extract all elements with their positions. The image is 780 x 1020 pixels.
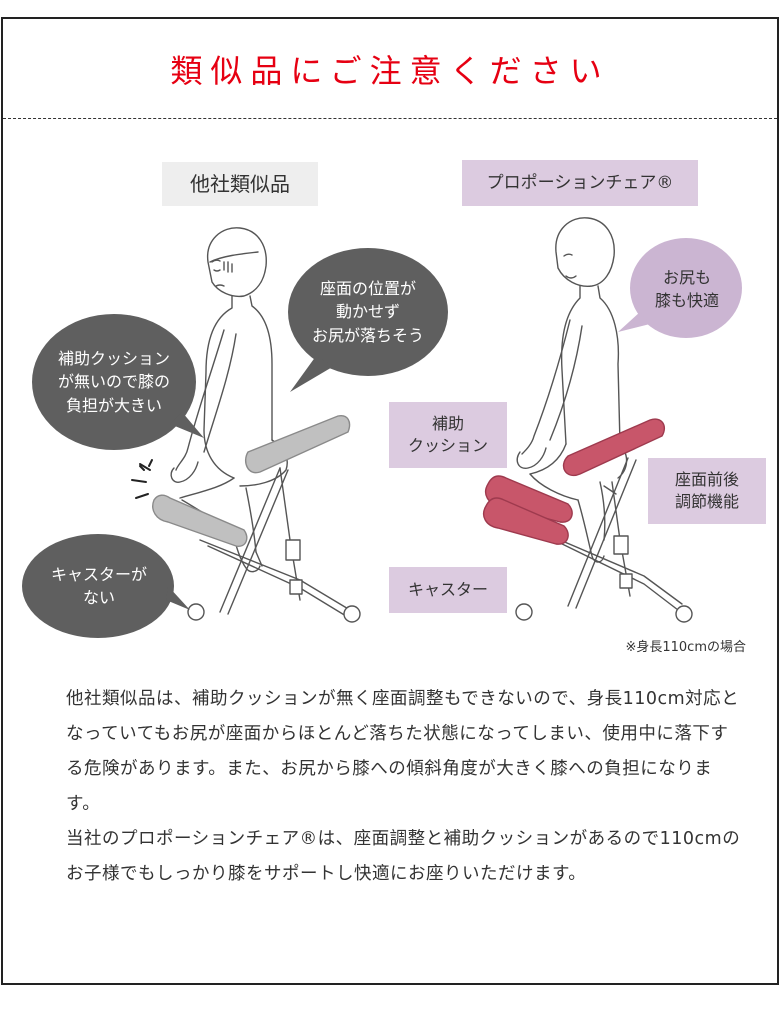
page-frame: 類似品にご注意ください	[1, 17, 779, 985]
right-child-figure	[516, 217, 628, 563]
height-note: ※身長110cmの場合	[625, 640, 746, 655]
left-chair-frame	[187, 467, 361, 623]
header: 類似品にご注意ください	[3, 19, 777, 119]
tag-caster-text: キャスター	[407, 580, 488, 600]
bubble-seat-text: 座面の位置が 動かせず お尻が落ちそう	[311, 279, 424, 345]
bubble-caster-text: キャスターが ない	[50, 564, 147, 607]
right-knee-cushion	[482, 475, 573, 545]
tag-cushion-text: 補助 クッション	[407, 414, 488, 455]
tag-seat-adjust-text: 座面前後 調節機能	[674, 470, 739, 511]
left-knee-cushion	[152, 494, 248, 547]
right-seat-cushion	[562, 418, 666, 477]
bubble-cushion-shape	[32, 314, 204, 450]
bubble-cushion: 補助クッション が無いので膝の 負担が大きい	[36, 330, 192, 434]
bubble-seat-shape	[288, 248, 448, 392]
right-product-label: プロポーションチェア®	[462, 160, 698, 206]
bubble-seat: 座面の位置が 動かせず お尻が落ちそう	[290, 262, 446, 362]
bubble-caster: キャスターが ない	[26, 552, 172, 620]
bubble-comfort-shape	[618, 238, 742, 338]
tag-caster: キャスター	[389, 567, 507, 613]
description-paragraph-2: 当社のプロポーションチェア®は、座面調整と補助クッションがあるので110cmのお…	[66, 829, 741, 884]
left-product-label: 他社類似品	[162, 162, 318, 206]
description: 他社類似品は、補助クッションが無く座面調整もできないので、身長110cm対応とな…	[66, 682, 746, 892]
tag-seat-adjust: 座面前後 調節機能	[648, 458, 766, 524]
tag-cushion: 補助 クッション	[389, 402, 507, 468]
description-paragraph-1: 他社類似品は、補助クッションが無く座面調整もできないので、身長110cm対応とな…	[66, 689, 740, 814]
bubble-cushion-text: 補助クッション が無いので膝の 負担が大きい	[57, 349, 170, 415]
bubble-comfort: お尻も 膝も快適	[634, 256, 740, 322]
right-product-label-text: プロポーションチェア®	[486, 172, 674, 193]
left-seat-cushion	[244, 415, 351, 474]
bubble-comfort-text: お尻も 膝も快適	[654, 267, 719, 310]
bubble-caster-shape	[22, 534, 190, 638]
page-title: 類似品にご注意ください	[170, 51, 610, 90]
right-chair-frame	[515, 457, 693, 623]
left-product-label-text: 他社類似品	[190, 171, 290, 196]
